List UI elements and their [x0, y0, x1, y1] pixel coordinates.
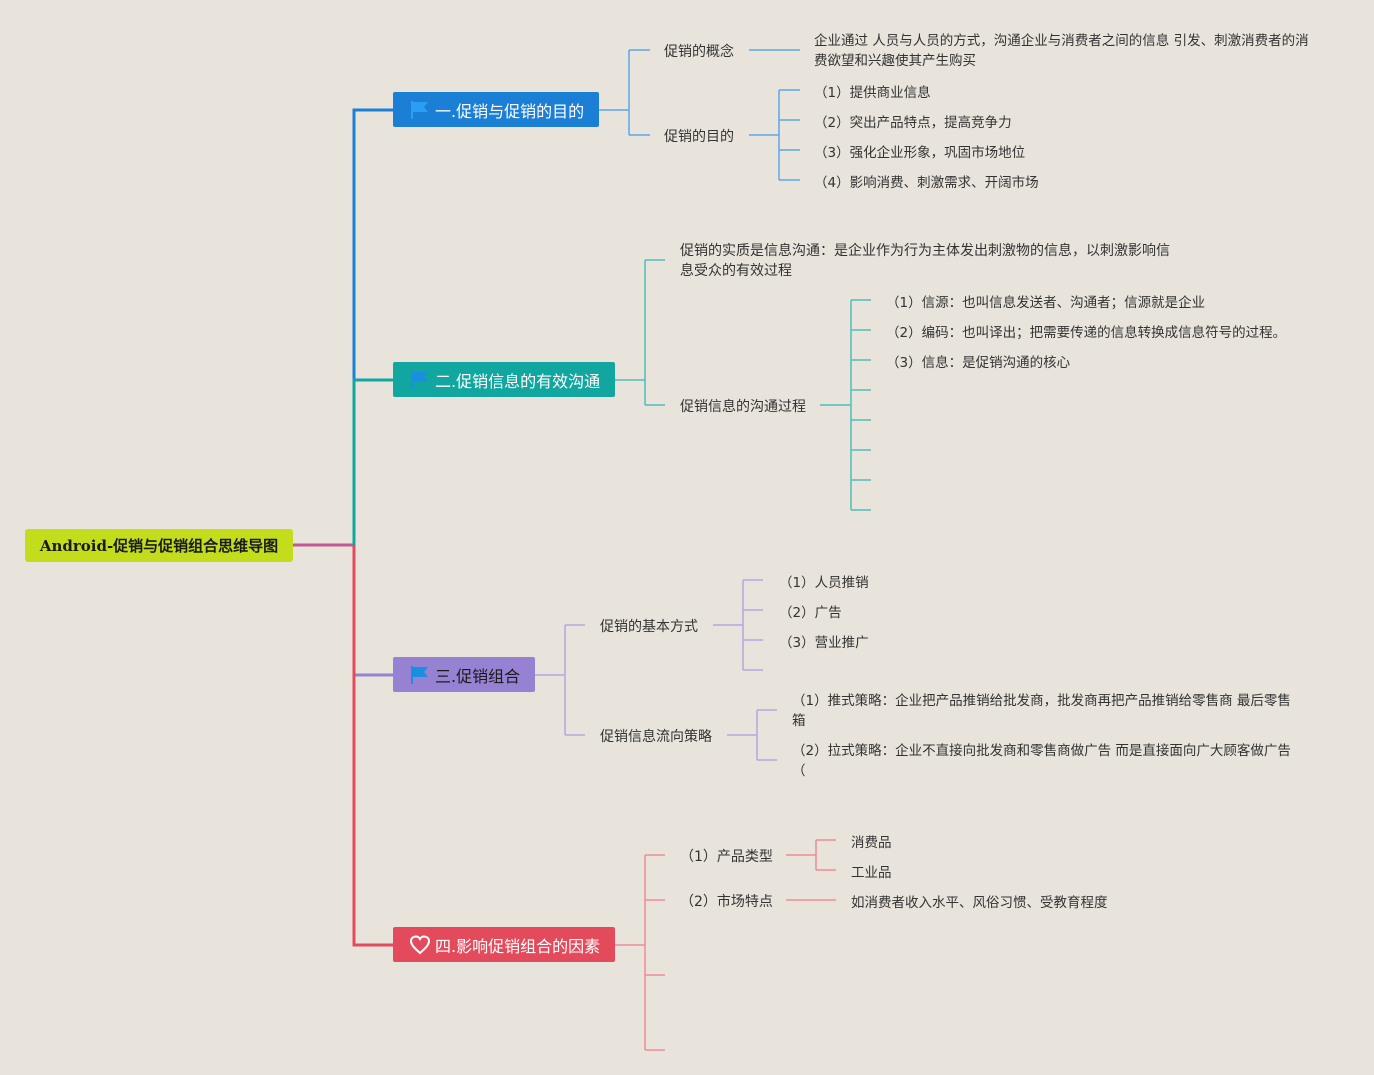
b3-sub-flow-label: 促销信息流向策略: [600, 729, 712, 745]
flag-icon: [409, 664, 431, 686]
b2-process-leaf-2[interactable]: （2）编码：也叫译出；把需要传递的信息转换成信息符号的过程。: [886, 321, 1286, 341]
root-node[interactable]: Android-促销与促销组合思维导图: [25, 529, 293, 562]
leaf-text: （3）营业推广: [779, 635, 869, 651]
b3-flow-leaf-1[interactable]: （1）推式策略：企业把产品推销给批发商，批发商再把产品推销给零售商 最后零售箱: [792, 691, 1292, 731]
leaf-text: （1）人员推销: [779, 575, 869, 591]
b1-purpose-leaf-2[interactable]: （2）突出产品特点，提高竞争力: [814, 111, 1012, 131]
b1-sub-purpose[interactable]: 促销的目的: [664, 126, 734, 146]
leaf-text: 工业品: [851, 865, 892, 881]
b1-purpose-leaf-1[interactable]: （1）提供商业信息: [814, 81, 931, 101]
b3-method-leaf-1[interactable]: （1）人员推销: [779, 571, 869, 591]
flag-icon: [409, 99, 431, 121]
b2-sub-essence-label: 促销的实质是信息沟通：是企业作为行为主体发出刺激物的信息，以刺激影响信息受众的有…: [680, 243, 1170, 279]
leaf-text: （3）信息：是促销沟通的核心: [886, 355, 1071, 371]
leaf-text: 如消费者收入水平、风俗习惯、受教育程度: [851, 895, 1108, 911]
b3-method-leaf-2[interactable]: （2）广告: [779, 601, 842, 621]
b2-sub-essence[interactable]: 促销的实质是信息沟通：是企业作为行为主体发出刺激物的信息，以刺激影响信息受众的有…: [680, 241, 1180, 281]
branch-4-label: 四.影响促销组合的因素: [435, 936, 601, 956]
b4-sub-market-label: （2）市场特点: [680, 894, 773, 910]
leaf-text: （2）广告: [779, 605, 842, 621]
branch-4-connector: [352, 545, 393, 947]
b1-concept-leaf[interactable]: 企业通过 人员与人员的方式，沟通企业与消费者之间的信息 引发、刺激消费者的消费欲…: [814, 31, 1319, 71]
branch-3-connector: [352, 545, 393, 677]
b3-method-leaf-3[interactable]: （3）营业推广: [779, 631, 869, 651]
b3-sub-flow[interactable]: 促销信息流向策略: [600, 726, 712, 746]
branch-1-node[interactable]: 一.促销与促销的目的: [393, 92, 599, 127]
leaf-text: （1）推式策略：企业把产品推销给批发商，批发商再把产品推销给零售商 最后零售箱: [792, 693, 1291, 729]
b4-sub-product-type-label: （1）产品类型: [680, 849, 773, 865]
branch-2-label: 二.促销信息的有效沟通: [435, 371, 601, 391]
b3-flow-leaf-2[interactable]: （2）拉式策略：企业不直接向批发商和零售商做广告 而是直接面向广大顾客做广告（: [792, 741, 1292, 781]
flag-icon: [409, 369, 431, 391]
leaf-text: （2）编码：也叫译出；把需要传递的信息转换成信息符号的过程。: [886, 325, 1287, 341]
b2-sub-process[interactable]: 促销信息的沟通过程: [680, 396, 806, 416]
leaf-text: 消费品: [851, 835, 892, 851]
branch-2-node[interactable]: 二.促销信息的有效沟通: [393, 362, 615, 397]
branch-4-node[interactable]: 四.影响促销组合的因素: [393, 927, 615, 962]
b4-sub-product-type[interactable]: （1）产品类型: [680, 846, 773, 866]
b4-market-leaf-1[interactable]: 如消费者收入水平、风俗习惯、受教育程度: [851, 891, 1108, 911]
b1-sub-purpose-label: 促销的目的: [664, 129, 734, 145]
b1-concept-leaf-text: 企业通过 人员与人员的方式，沟通企业与消费者之间的信息 引发、刺激消费者的消费欲…: [814, 33, 1309, 69]
leaf-text: （1）提供商业信息: [814, 85, 931, 101]
b1-purpose-leaf-4[interactable]: （4）影响消费、刺激需求、开阔市场: [814, 171, 1039, 191]
b4-product-leaf-2[interactable]: 工业品: [851, 861, 892, 881]
leaf-text: （4）影响消费、刺激需求、开阔市场: [814, 175, 1039, 191]
branch-1-connector: [352, 108, 393, 545]
leaf-text: （2）拉式策略：企业不直接向批发商和零售商做广告 而是直接面向广大顾客做广告（: [792, 743, 1291, 779]
leaf-text: （1）信源：也叫信息发送者、沟通者；信源就是企业: [886, 295, 1206, 311]
branch-3-label: 三.促销组合: [435, 666, 521, 686]
b3-sub-methods-label: 促销的基本方式: [600, 619, 698, 635]
root-label: Android-促销与促销组合思维导图: [39, 537, 279, 555]
b4-sub-market[interactable]: （2）市场特点: [680, 891, 773, 911]
b1-sub-concept-label: 促销的概念: [664, 44, 734, 60]
b2-process-leaf-3[interactable]: （3）信息：是促销沟通的核心: [886, 351, 1070, 371]
b3-sub-methods[interactable]: 促销的基本方式: [600, 616, 698, 636]
b2-sub-process-label: 促销信息的沟通过程: [680, 399, 806, 415]
branch-1-label: 一.促销与促销的目的: [435, 101, 585, 121]
heart-icon: [409, 934, 431, 956]
b1-sub-concept[interactable]: 促销的概念: [664, 41, 734, 61]
branch-2-connector: [352, 378, 393, 545]
leaf-text: （2）突出产品特点，提高竞争力: [814, 115, 1012, 131]
branch-3-node[interactable]: 三.促销组合: [393, 657, 535, 692]
b4-product-leaf-1[interactable]: 消费品: [851, 831, 892, 851]
leaf-text: （3）强化企业形象，巩固市场地位: [814, 145, 1026, 161]
b2-process-leaf-1[interactable]: （1）信源：也叫信息发送者、沟通者；信源就是企业: [886, 291, 1205, 311]
b1-purpose-leaf-3[interactable]: （3）强化企业形象，巩固市场地位: [814, 141, 1025, 161]
